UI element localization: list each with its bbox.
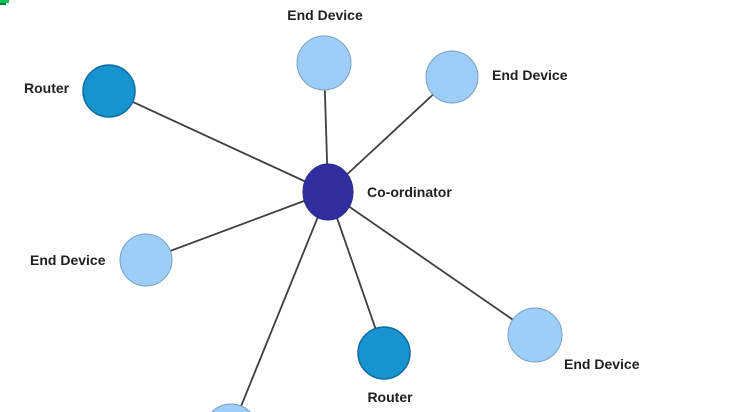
edge-coordinator-end-device-left xyxy=(145,191,329,261)
edge-coordinator-end-device-top-right xyxy=(327,76,453,193)
node-end-device-top-right xyxy=(425,50,479,104)
green-corner-icon xyxy=(0,0,9,5)
label-end-device-top-right: End Device xyxy=(492,67,568,83)
label-end-device-left: End Device xyxy=(30,252,106,268)
node-router-left xyxy=(82,64,136,118)
edge-coordinator-router-bottom xyxy=(327,191,385,354)
label-end-device-top: End Device xyxy=(287,7,363,23)
label-router-left: Router xyxy=(24,80,70,96)
nodes xyxy=(82,35,563,412)
label-router-bottom: Router xyxy=(367,389,413,405)
node-coordinator xyxy=(302,163,354,221)
label-end-device-bottom-right: End Device xyxy=(564,356,640,372)
node-end-device-top xyxy=(296,35,352,91)
node-end-device-left xyxy=(119,233,173,287)
node-router-bottom xyxy=(357,326,411,380)
node-end-device-bottom-partial xyxy=(211,403,251,412)
edge-coordinator-end-device-bottom-partial xyxy=(237,191,329,412)
edge-coordinator-end-device-bottom-right xyxy=(327,191,536,336)
green-corner-icon-bright xyxy=(0,0,9,3)
edges xyxy=(108,62,536,412)
green-corner-icon-dark xyxy=(0,3,6,5)
node-end-device-bottom-right xyxy=(507,307,563,363)
edge-coordinator-router-left xyxy=(108,90,329,193)
label-coordinator: Co-ordinator xyxy=(367,184,452,200)
node-labels: End Device End Device Router End Device … xyxy=(24,7,640,405)
